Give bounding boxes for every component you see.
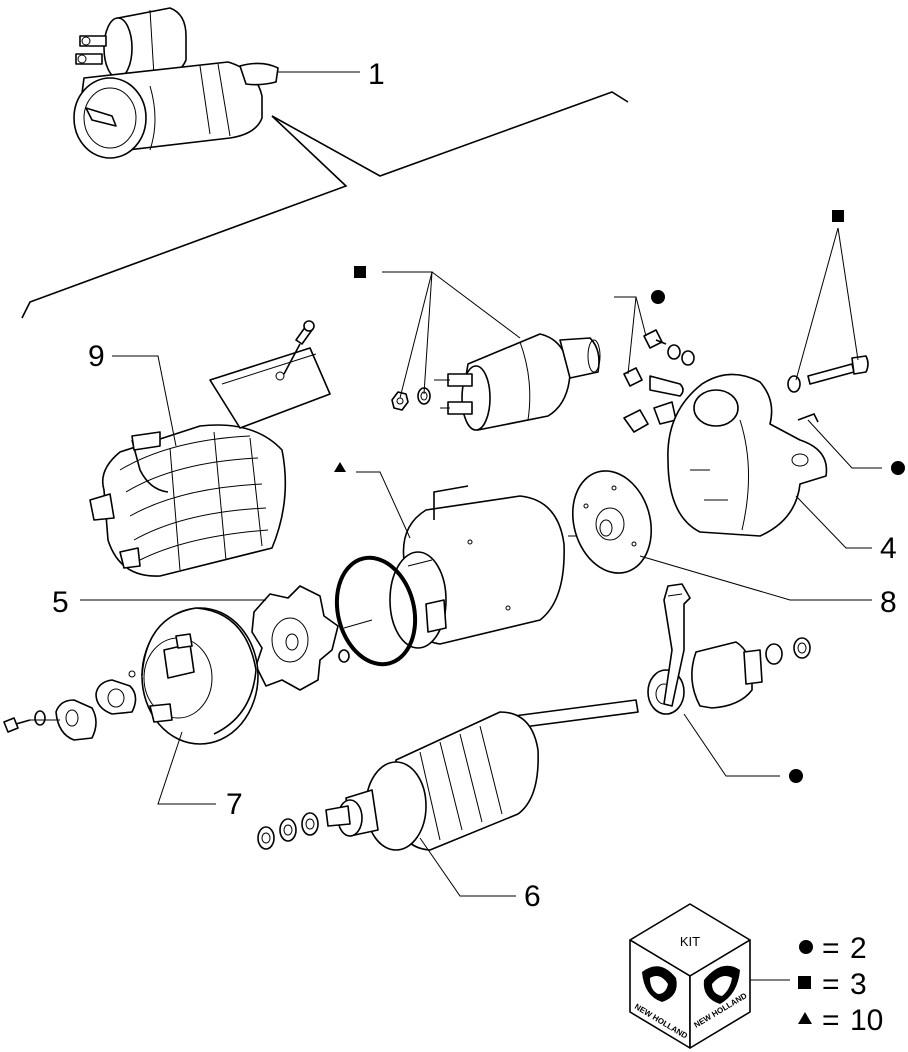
- marker-triangle-yoke: [334, 462, 346, 472]
- marker-circle-bolts: [651, 290, 665, 304]
- brush-plate: [251, 585, 350, 691]
- callout-8: 8: [880, 586, 897, 619]
- legend-eq-3: =: [822, 1004, 840, 1037]
- solenoid-switch: [434, 333, 601, 431]
- callout-1: 1: [368, 58, 385, 91]
- callout-5: 5: [52, 586, 69, 619]
- callout-4: 4: [880, 532, 897, 565]
- commutator-end-cover: [128, 607, 259, 745]
- end-cap: [55, 699, 97, 741]
- assembly-bracket-line: [21, 115, 348, 319]
- housing-pin: [797, 412, 819, 423]
- callout-6: 6: [524, 880, 541, 913]
- legend-value-2: 3: [850, 968, 867, 1001]
- cover-screw: [283, 320, 315, 375]
- kit-cube-logo: [629, 903, 751, 1049]
- callout-9: 9: [88, 340, 105, 373]
- legend-triangle-icon: [798, 1012, 812, 1024]
- marker-circle-fork: [789, 769, 803, 783]
- bolt-small-a: [643, 329, 695, 366]
- o-ring: [334, 555, 418, 667]
- engagement-fork: [663, 583, 691, 707]
- legend-eq-2: =: [822, 968, 840, 1001]
- armature: [325, 699, 639, 851]
- marker-square-solenoid: [354, 266, 366, 278]
- marker-square-housing: [832, 210, 844, 222]
- kit-label: KIT: [680, 934, 700, 949]
- field-coil-assembly: [89, 424, 287, 577]
- callout-7: 7: [226, 788, 243, 821]
- starter-motor-assembly: [73, 7, 279, 159]
- armature-washers: [257, 812, 319, 850]
- solenoid-washer: [417, 387, 431, 405]
- brush-clips: [623, 401, 677, 433]
- drive-end-housing: [667, 373, 828, 537]
- solenoid-nut: [391, 391, 409, 411]
- bolt-small-b: [623, 367, 684, 397]
- housing-long-bolt: [787, 355, 869, 393]
- end-washer: [34, 710, 46, 726]
- cover-strip: [209, 347, 331, 429]
- legend-circle-icon: [799, 940, 813, 954]
- marker-circle-pin: [891, 461, 905, 475]
- intermediate-plate: [571, 470, 653, 574]
- motor-yoke: [389, 485, 565, 649]
- pinion-washers: [765, 637, 811, 665]
- legend-square-icon: [798, 976, 811, 989]
- legend-value-3: 10: [850, 1004, 883, 1037]
- end-cover-gasket: [95, 679, 137, 715]
- end-screw: [3, 717, 31, 733]
- legend-eq-1: =: [822, 932, 840, 965]
- legend-value-1: 2: [850, 932, 867, 965]
